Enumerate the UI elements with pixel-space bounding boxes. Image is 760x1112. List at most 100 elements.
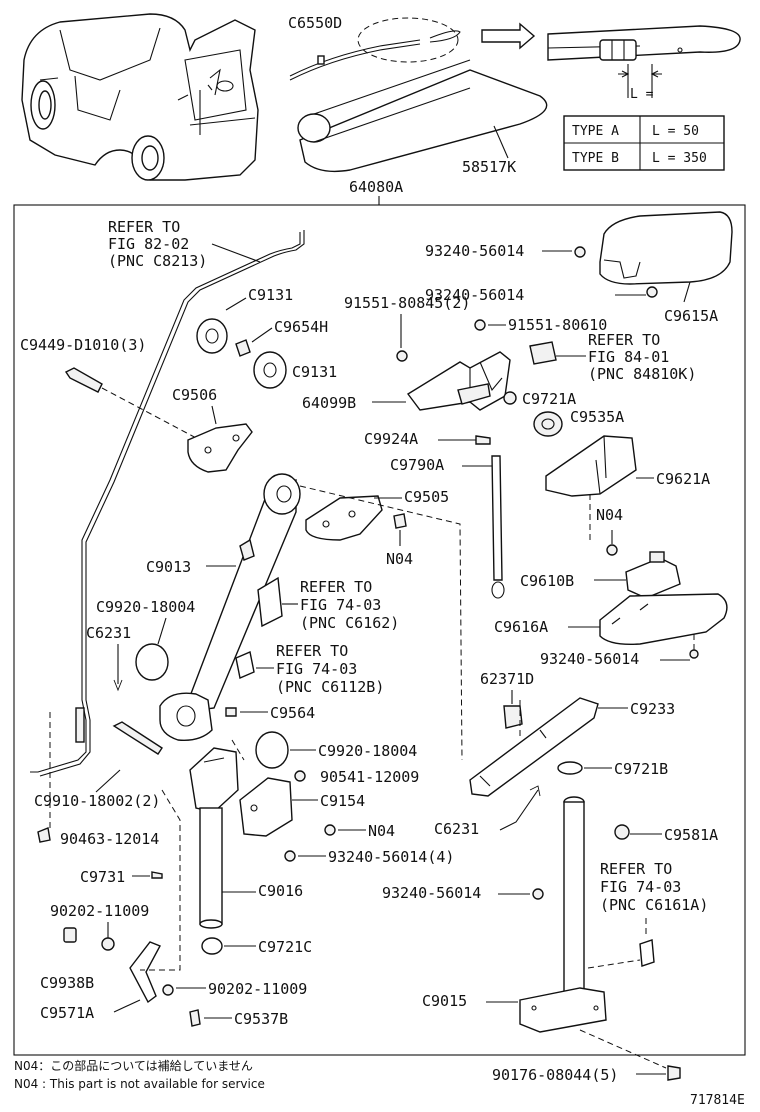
nut-n04-c — [324, 824, 336, 836]
refer-fig-74-03-c6162: REFER TO FIG 74-03 (PNC C6162) — [257, 576, 399, 632]
label-l-eq: L = — [630, 87, 654, 102]
part-label-c9016: C9016 — [258, 882, 303, 900]
part-label-refer-74a-2: FIG 74-03 — [300, 596, 381, 614]
tray-c9616a: C9616A — [494, 593, 728, 646]
mat-58517k: 58517K — [297, 59, 548, 176]
part-label-c9910: C9910-18002(2) — [34, 792, 160, 810]
post-c9016: C9016 — [189, 747, 303, 929]
part-label-p90541: 90541-12009 — [320, 768, 419, 786]
part-label-c9015: C9015 — [422, 992, 467, 1010]
bracket-64099b: 64099B — [302, 351, 511, 412]
part-label-c9581a: C9581A — [664, 826, 718, 844]
rail-c9233: C9233 — [469, 697, 675, 797]
type-a-label: TYPE A — [572, 124, 619, 139]
refer-fig-82-02: REFER TO FIG 82-02 (PNC C8213) — [108, 218, 207, 270]
part-label-p90463: 90463-12014 — [60, 830, 159, 848]
ring-c9721b — [557, 761, 583, 775]
refer-fig-84-01: REFER TO FIG 84-01 (PNC 84810K) — [529, 331, 696, 383]
part-label-c9721c: C9721C — [258, 938, 312, 956]
part-label-c9790a: C9790A — [390, 456, 444, 474]
note-en: N04 : This part is not available for ser… — [14, 1077, 265, 1091]
part-label-c9449: C9449-D1010(3) — [20, 336, 146, 354]
part-label-c9616a: C9616A — [494, 618, 548, 636]
assembly-frame — [13, 204, 746, 1056]
part-label-c6231-b: C6231 — [434, 820, 479, 838]
part-label-p93240-b: 93240-56014 — [425, 286, 524, 304]
part-label-c6231-a: C6231 — [86, 624, 131, 642]
pin-c9654h: C9654H — [235, 318, 328, 357]
part-label-refer-74b-3: (PNC C6112B) — [276, 678, 384, 696]
part-label-c9506: C9506 — [172, 386, 217, 404]
part-label-refer-82-2: FIG 82-02 — [108, 235, 189, 253]
part-label-c9731: C9731 — [80, 868, 125, 886]
arm-c9013: C9013 — [146, 473, 301, 741]
part-label-p99920-b: C9920-18004 — [318, 742, 417, 760]
cable-rod — [30, 230, 305, 777]
knob-c9581a — [614, 824, 630, 840]
part-label-p64099b: 64099B — [302, 394, 356, 412]
bracket-c9621a: C9621A — [545, 435, 710, 540]
part-label-c9615a: C9615A — [664, 307, 718, 325]
part-label-c9233: C9233 — [630, 700, 675, 718]
part-label-c9131-a: C9131 — [248, 286, 293, 304]
refer-fig-74-03-c6112b: REFER TO FIG 74-03 (PNC C6112B) — [235, 642, 384, 696]
part-label-n04-b: N04 — [596, 506, 623, 524]
jack-post-c9015: C9015 — [422, 796, 607, 1033]
part-label-refer-84-2: FIG 84-01 — [588, 348, 669, 366]
label-c6550d: C6550D — [288, 14, 342, 32]
part-label-p91551-80845: 91551-80845(2) — [344, 294, 470, 312]
part-label-p93240-top: 93240-56014 — [425, 242, 524, 260]
cap-c9920-b — [255, 731, 289, 769]
part-label-refer-74a-3: (PNC C6162) — [300, 614, 399, 632]
washer-c9131-a: C9131 — [196, 286, 293, 354]
part-label-c9571a: C9571A — [40, 1004, 94, 1022]
hook-c9571a: 90202-11009 C9571A — [40, 941, 307, 1022]
clip-90463 — [37, 827, 51, 843]
part-label-c9610b: C9610B — [520, 572, 574, 590]
part-label-refer-84-3: (PNC 84810K) — [588, 365, 696, 383]
part-label-refer-74c-3: (PNC C6161A) — [600, 896, 708, 914]
part-label-refer-74a-1: REFER TO — [300, 578, 372, 596]
part-label-refer-84-1: REFER TO — [588, 331, 660, 349]
strap-c9790a: C9924A C9790A — [364, 430, 505, 599]
clip-c9537b — [189, 1009, 201, 1027]
washer-c9131-b: C9131 — [253, 351, 337, 389]
grommet-c9721a — [503, 391, 517, 405]
strap-detail: L = — [547, 25, 741, 102]
part-label-c9535a: C9535A — [570, 408, 624, 426]
bolt-c9449: C9449-D1010(3) — [20, 336, 201, 441]
part-label-c9621a: C9621A — [656, 470, 710, 488]
part-label-c9013: C9013 — [146, 558, 191, 576]
cap-c9920-a — [135, 643, 169, 681]
plate-c9506: C9506 — [172, 386, 253, 473]
part-label-c9938b: C9938B — [40, 974, 94, 992]
type-a-length: L = 50 — [652, 124, 699, 139]
part-label-c9721b: C9721B — [614, 760, 668, 778]
part-label-refer-82-1: REFER TO — [108, 218, 180, 236]
type-b-length: L = 350 — [652, 151, 707, 166]
part-label-p93240-c: 93240-56014 — [540, 650, 639, 668]
clip-c9564 — [225, 707, 237, 717]
grommet-c9721c — [201, 937, 223, 955]
plug-c9938b — [63, 927, 77, 943]
part-label-refer-82-3: (PNC C8213) — [108, 252, 207, 270]
part-label-c9564: C9564 — [270, 704, 315, 722]
part-label-p90202-b: 90202-11009 — [208, 980, 307, 998]
figure-id: 717814E — [690, 1093, 745, 1108]
part-label-refer-74c-1: REFER TO — [600, 860, 672, 878]
direction-arrow — [481, 22, 536, 50]
part-label-refer-74b-1: REFER TO — [276, 642, 348, 660]
label-64080a: 64080A — [349, 178, 403, 196]
part-label-p90202-a: 90202-11009 — [50, 902, 149, 920]
part-label-p93240-d: 93240-56014(4) — [328, 848, 454, 866]
refer-fig-74-03-c6161a: REFER TO FIG 74-03 (PNC C6161A) — [600, 860, 708, 967]
part-label-n04-c: N04 — [368, 822, 395, 840]
part-label-c9537b: C9537B — [234, 1010, 288, 1028]
strap-c6550d: C6550D — [288, 14, 461, 81]
part-label-c9654h: C9654H — [274, 318, 328, 336]
part-label-n04-a: N04 — [386, 550, 413, 568]
part-label-refer-74b-2: FIG 74-03 — [276, 660, 357, 678]
bolt-93240-d — [284, 850, 296, 862]
part-label-refer-74c-2: FIG 74-03 — [600, 878, 681, 896]
